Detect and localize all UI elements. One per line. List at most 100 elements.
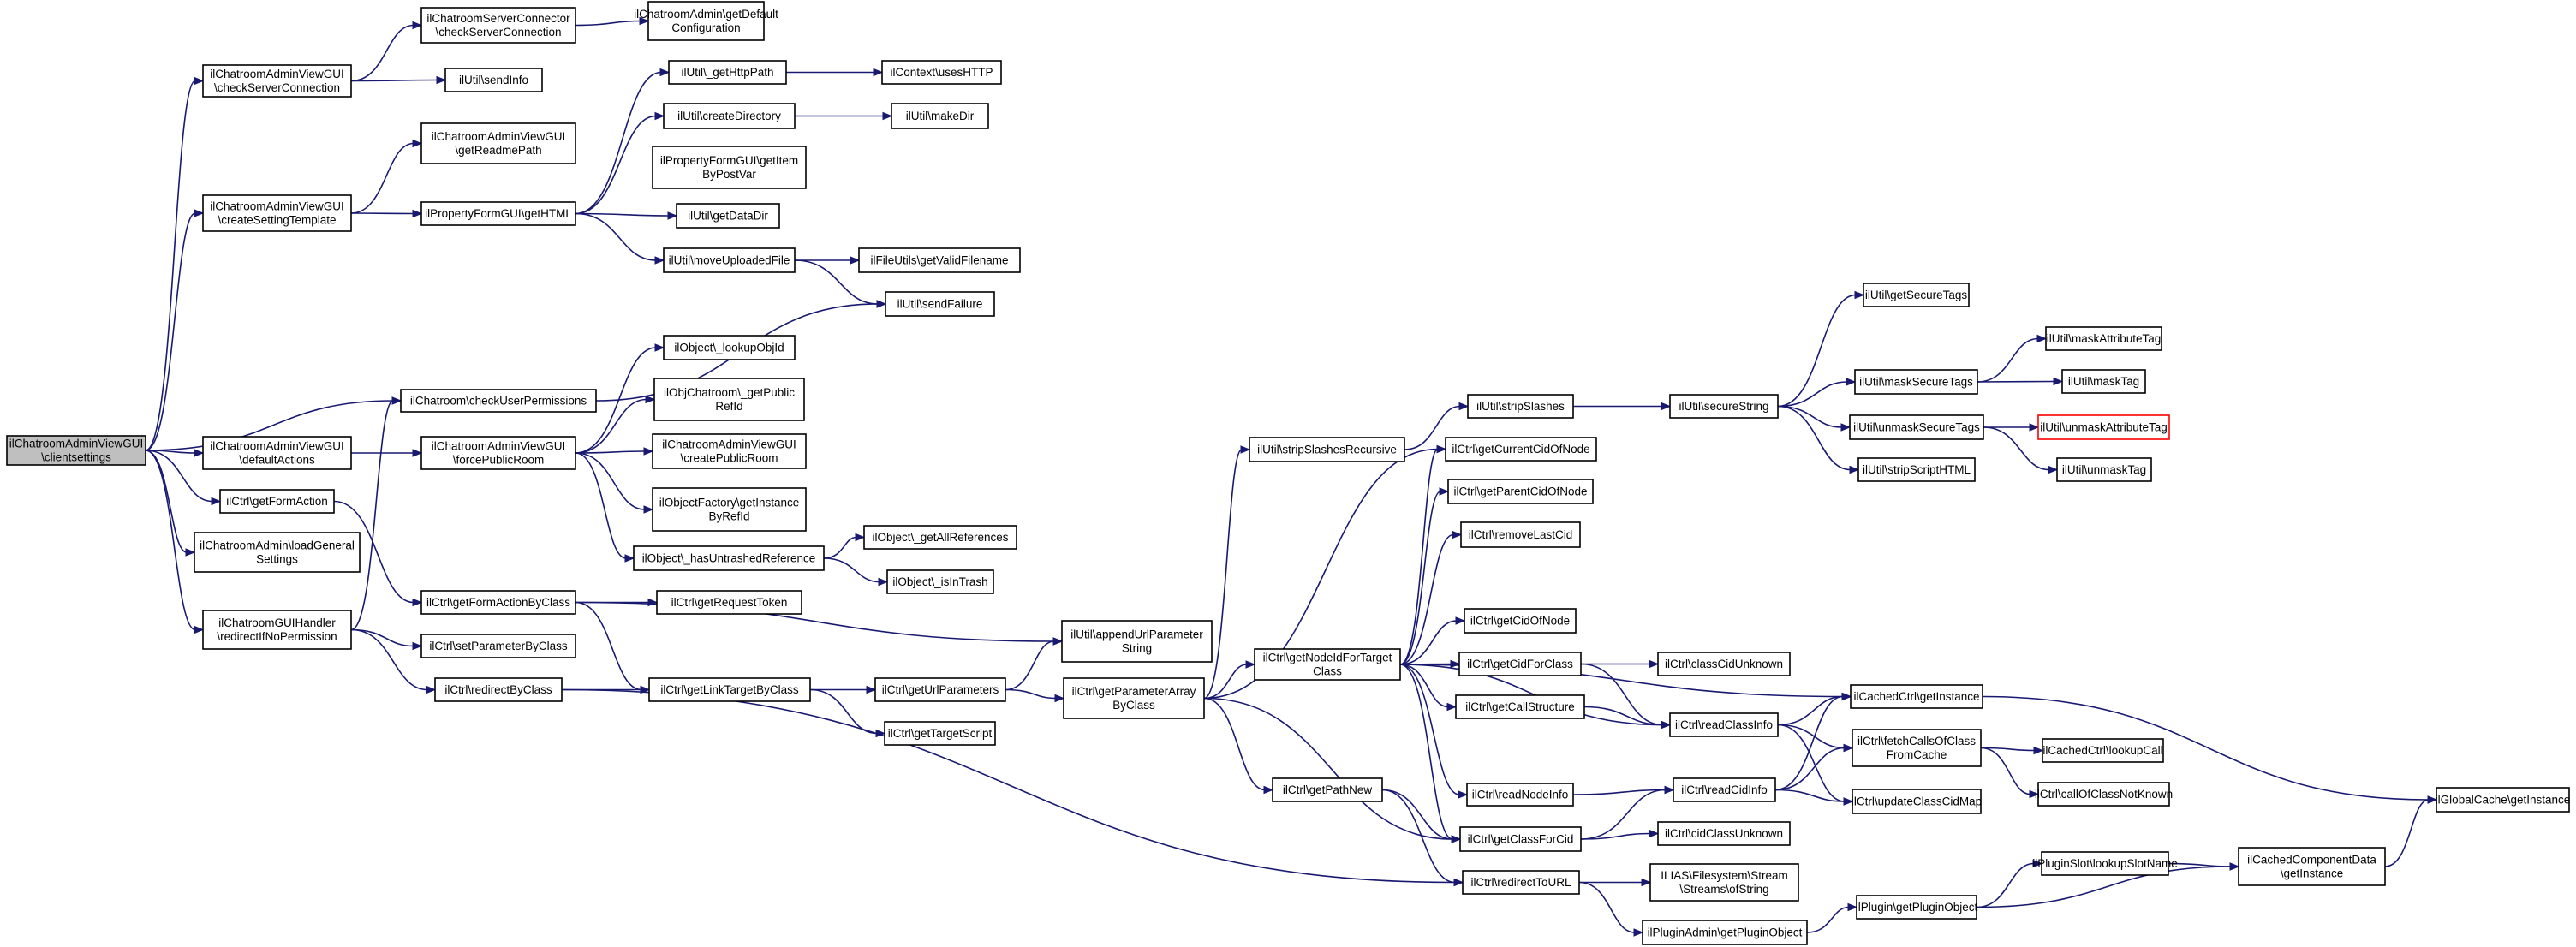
arrowhead <box>1436 444 1447 454</box>
node-getAllReferences[interactable]: ilObject\_getAllReferences <box>863 525 1017 550</box>
node-maskAttributeTag[interactable]: ilUtil\maskAttributeTag <box>2045 326 2162 351</box>
edge-line <box>1203 448 1439 700</box>
node-moveUploadedFile[interactable]: ilUtil\moveUploadedFile <box>663 247 796 273</box>
node-readNodeInfo[interactable]: ilCtrl\readNodeInfo <box>1466 783 1574 807</box>
edge-root-to-n_createSettingTemplate <box>145 209 205 451</box>
node-getCallStructure[interactable]: ilCtrl\getCallStructure <box>1455 694 1585 719</box>
node-label-line: ilUtil\getDataDir <box>688 210 768 223</box>
node-defaultActions[interactable]: ilChatroomAdminViewGUI\defaultActions <box>202 436 352 470</box>
node-getFormActionByClass[interactable]: ilCtrl\getFormActionByClass <box>420 590 576 615</box>
arrowhead <box>194 209 205 217</box>
node-getHttpPath[interactable]: ilUtil\_getHttpPath <box>668 60 787 85</box>
node-getCidOfNode[interactable]: ilCtrl\getCidOfNode <box>1464 608 1577 634</box>
node-checkServerConnection[interactable]: ilChatroomAdminViewGUI\checkServerConnec… <box>202 64 352 98</box>
node-maskTag[interactable]: ilUtil\maskTag <box>2061 369 2146 394</box>
node-makeDir[interactable]: ilUtil\makeDir <box>891 103 989 129</box>
node-updateClassCidMap[interactable]: ilCtrl\updateClassCidMap <box>1852 789 1982 814</box>
node-lookupCall[interactable]: ilCachedCtrl\lookupCall <box>2042 738 2164 763</box>
node-stripSlashesRecursive[interactable]: ilUtil\stripSlashesRecursive <box>1249 437 1405 462</box>
node-hasUntrashedReference[interactable]: ilObject\_hasUntrashedReference <box>633 545 825 571</box>
node-callOfClassNotKnown[interactable]: ilCtrl\callOfClassNotKnown <box>2035 782 2173 807</box>
node-readCidInfo[interactable]: ilCtrl\readCidInfo <box>1673 777 1776 802</box>
node-label-line: ilCtrl\getCallStructure <box>1465 700 1575 713</box>
node-classCidUnknown[interactable]: ilCtrl\classCidUnknown <box>1657 652 1791 676</box>
node-unmaskAttributeTag[interactable]: ilUtil\unmaskAttributeTag <box>2037 414 2170 440</box>
edge-n_getHttpPath-to-n_usesHTTP <box>785 68 884 77</box>
node-stripSlashes[interactable]: ilUtil\stripSlashes <box>1467 394 1574 419</box>
node-getReadmePath[interactable]: ilChatroomAdminViewGUI\getReadmePath <box>420 122 576 164</box>
node-serverConnector[interactable]: ilChatroomServerConnector\checkServerCon… <box>420 7 576 44</box>
arrowhead <box>1439 487 1450 496</box>
node-createSettingTemplate[interactable]: ilChatroomAdminViewGUI\createSettingTemp… <box>202 194 352 232</box>
node-getRequestToken[interactable]: ilCtrl\getRequestToken <box>656 590 802 615</box>
node-label-line: ilFileUtils\getValidFilename <box>870 254 1008 267</box>
node-sendInfo[interactable]: ilUtil\sendInfo <box>444 68 543 92</box>
edge-line <box>350 400 394 631</box>
node-cidClassUnknown[interactable]: ilCtrl\cidClassUnknown <box>1657 821 1791 846</box>
node-secureString[interactable]: ilUtil\secureString <box>1669 394 1779 419</box>
node-sendFailure[interactable]: ilUtil\sendFailure <box>885 291 995 317</box>
node-redirectToURL[interactable]: ilCtrl\redirectToURL <box>1462 870 1580 895</box>
node-getPluginObject[interactable]: ilPlugin\getPluginObject <box>1856 895 1978 920</box>
node-unmaskSecureTags[interactable]: ilUtil\unmaskSecureTags <box>1849 414 1984 440</box>
node-box <box>1669 712 1779 737</box>
node-box <box>1272 777 1383 802</box>
node-getCidForClass[interactable]: ilCtrl\getCidForClass <box>1458 652 1582 676</box>
node-label-line: ilChatroomAdminViewGUI <box>210 440 344 453</box>
node-getClassForCid[interactable]: ilCtrl\getClassForCid <box>1459 826 1582 852</box>
node-isInTrash[interactable]: ilObject\_isInTrash <box>886 569 994 594</box>
node-maskSecureTags[interactable]: ilUtil\maskSecureTags <box>1854 369 1978 395</box>
node-getUrlParameters[interactable]: ilCtrl\getUrlParameters <box>874 677 1006 702</box>
node-stripScriptHTML[interactable]: ilUtil\stripScriptHTML <box>1857 457 1976 482</box>
node-getParentCidOfNode[interactable]: ilCtrl\getParentCidOfNode <box>1447 479 1594 504</box>
node-getFormAction[interactable]: ilCtrl\getFormAction <box>219 489 335 514</box>
node-cachedCtrlGetInstance[interactable]: ilCachedCtrl\getInstance <box>1850 684 1983 709</box>
edge-line <box>350 24 414 82</box>
node-root[interactable]: ilChatroomAdminViewGUI\clientsettings <box>6 435 146 466</box>
node-lookupObjId[interactable]: ilObject\_lookupObjId <box>663 335 796 360</box>
edge-line <box>1399 620 1458 665</box>
edge-line <box>1583 706 1663 726</box>
node-label-line: ilUtil\unmaskAttributeTag <box>2040 421 2168 434</box>
node-readClassInfo[interactable]: ilCtrl\readClassInfo <box>1669 712 1779 737</box>
arrowhead <box>659 68 671 77</box>
node-label-line: ilCachedComponentData <box>2247 854 2376 867</box>
node-getLinkTargetByClass[interactable]: ilCtrl\getLinkTargetByClass <box>648 677 811 702</box>
node-getDataDir[interactable]: ilUtil\getDataDir <box>676 203 780 229</box>
node-redirectIfNoPermission[interactable]: ilChatroomGUIHandler\redirectIfNoPermiss… <box>202 610 352 650</box>
node-getPathNew[interactable]: ilCtrl\getPathNew <box>1272 777 1383 802</box>
node-getCurrentCidOfNode[interactable]: ilCtrl\getCurrentCidOfNode <box>1445 437 1597 462</box>
edge-n_unmaskSecureTags-to-n_unmaskTag <box>1983 426 2059 474</box>
arrowhead <box>1843 743 1854 753</box>
node-label-line: \getReadmePath <box>455 144 541 157</box>
node-redirectByClass[interactable]: ilCtrl\redirectByClass <box>434 677 563 702</box>
node-getValidFilename[interactable]: ilFileUtils\getValidFilename <box>858 247 1021 273</box>
node-pluginAdminGetPluginObject[interactable]: ilPluginAdmin\getPluginObject <box>1642 920 1808 945</box>
node-setParameterByClass[interactable]: ilCtrl\setParameterByClass <box>420 634 576 658</box>
node-getHTML[interactable]: ilPropertyFormGUI\getHTML <box>420 201 576 226</box>
node-checkUserPermissions[interactable]: ilChatroom\checkUserPermissions <box>400 389 597 413</box>
node-cachedComponentData[interactable]: ilCachedComponentData\getInstance <box>2238 847 2386 886</box>
node-unmaskTag[interactable]: ilUtil\unmaskTag <box>2056 457 2152 482</box>
node-lookupSlotName[interactable]: ilPluginSlot\lookupSlotName <box>2032 851 2178 876</box>
arrowhead <box>2029 423 2040 432</box>
edge-line <box>350 142 414 214</box>
node-removeLastCid[interactable]: ilCtrl\removeLastCid <box>1460 521 1581 548</box>
node-usesHTTP[interactable]: ilContext\usesHTTP <box>881 60 1002 85</box>
node-forcePublicRoom[interactable]: ilChatroomAdminViewGUI\forcePublicRoom <box>420 436 576 470</box>
node-getTargetScript[interactable]: ilCtrl\getTargetScript <box>884 721 996 746</box>
node-globalCacheGetInstance[interactable]: ilGlobalCache\getInstance <box>2436 787 2571 813</box>
node-getSecureTags[interactable]: ilUtil\getSecureTags <box>1863 283 1970 307</box>
node-streamsOfString[interactable]: ILIAS\Filesystem\Stream\Streams\ofString <box>1649 863 1799 902</box>
node-createDirectory[interactable]: ilUtil\createDirectory <box>663 103 796 129</box>
node-createPublicRoom[interactable]: ilChatroomAdminViewGUI\createPublicRoom <box>652 433 807 469</box>
